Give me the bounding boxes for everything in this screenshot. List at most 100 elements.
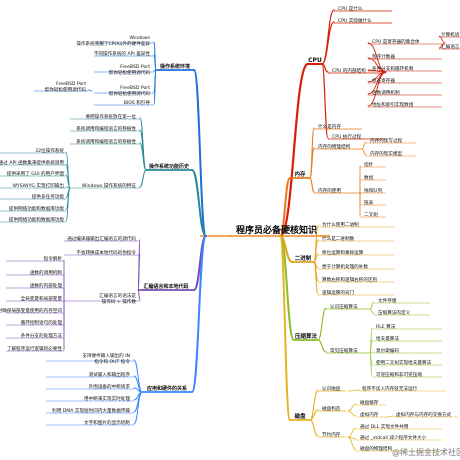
os-history-node[interactable]: 系统调用和编程语言的移植性	[76, 138, 136, 145]
connector-line	[139, 142, 147, 171]
cpu-node[interactable]: CPU 实际做什么	[338, 17, 372, 24]
center-topic[interactable]: 程序员必备硬核知识	[236, 224, 317, 236]
asm-node[interactable]: 通过编译器输出汇编语言的源代码	[67, 235, 136, 242]
asm-leaf[interactable]: 函数的调用机制	[30, 269, 63, 276]
connector-line	[385, 415, 395, 418]
app-hw-node[interactable]: 外围设备的中断请求	[89, 383, 131, 390]
branch-os-env[interactable]: 操作系统环境	[160, 63, 190, 70]
disk-node[interactable]: 节约内存	[322, 431, 341, 438]
cpu-subnode[interactable]: 条件分支和循环机制	[372, 65, 414, 72]
app-hw-node[interactable]: 利用 DMA 实现短时间内大量数据传输	[52, 407, 130, 414]
os-history-node[interactable]: 要把操作系统放在第一位	[85, 113, 136, 120]
compression-node[interactable]: 常见压缩算法	[330, 347, 358, 354]
cpu-subnode[interactable]: 程序计数器	[372, 53, 395, 60]
memory-leaf[interactable]: 栈和队列	[364, 187, 383, 194]
compression-leaf[interactable]: 哈夫曼算法	[376, 335, 399, 342]
asm-leaf[interactable]: 指令解析	[44, 255, 63, 262]
binary-node[interactable]: 为什么使用二进制	[322, 221, 359, 228]
cpu-leaf[interactable]: 计算机语言	[441, 31, 460, 38]
memory-leaf[interactable]: 内存的现实模型	[370, 150, 403, 157]
cpu-node[interactable]: CPU 是什么	[338, 5, 363, 12]
disk-node[interactable]: 认识磁盘	[322, 385, 341, 392]
connector-line	[279, 177, 291, 237]
os-history-leaf[interactable]: 提供多任务功能	[32, 193, 65, 200]
disk-leaf[interactable]: 通过 DLL 实现文件共用	[360, 423, 409, 430]
os-history-node[interactable]: Windows 操作系统的特征	[82, 182, 137, 189]
memory-node[interactable]: 什么是内存	[318, 123, 341, 130]
branch-cpu[interactable]: CPU	[308, 57, 322, 64]
branch-asm[interactable]: 汇编语言和本地代码	[143, 283, 188, 290]
app-hw-node[interactable]: 文字和图片的显示机制	[84, 419, 130, 426]
memory-node[interactable]: 内存的物理结构	[318, 143, 351, 150]
memory-leaf[interactable]: 二叉树	[364, 211, 378, 218]
branch-binary[interactable]: 二进制	[295, 254, 312, 262]
asm-leaf[interactable]: 条件分支的处理方法	[21, 332, 63, 339]
binary-node[interactable]: 移位运算和乘除运算	[322, 249, 364, 256]
connector-line	[137, 289, 141, 301]
cpu-node[interactable]: CPU 的内部结构	[332, 67, 366, 74]
cpu-subnode[interactable]: 函数调用机制	[372, 89, 400, 96]
disk-node[interactable]: 磁盘构造	[322, 405, 341, 412]
disk-leaf[interactable]: 通过 _stdcall 减少程序文件大小	[360, 434, 427, 441]
connector-line	[133, 391, 143, 425]
cpu-node[interactable]: CPU 执行过程	[332, 133, 362, 140]
disk-leaf[interactable]: 虚拟内存	[360, 411, 379, 418]
cpu-subnode[interactable]: 地址和索引实现数组	[372, 101, 414, 108]
memory-node[interactable]: 内存的使用	[318, 187, 341, 194]
disk-leaf[interactable]: 虚拟内存与内存的交换方式	[396, 411, 452, 418]
asm-leaf[interactable]: 了解程序运行逻辑的必要性	[7, 345, 63, 352]
binary-node[interactable]: 便于计算机处理的补数	[322, 263, 368, 270]
memory-leaf[interactable]: 指针	[364, 161, 374, 168]
compression-leaf[interactable]: 莫尔斯编码	[376, 347, 399, 354]
os-env-node[interactable]: BIOS 和引导	[124, 99, 151, 106]
compression-leaf[interactable]: 压缩算法的定义	[378, 309, 411, 316]
binary-node[interactable]: 逻辑运算的窍门	[322, 289, 355, 296]
memory-leaf[interactable]: 数组	[364, 174, 374, 181]
connector-line	[347, 436, 357, 451]
connector-line	[321, 21, 335, 65]
asm-node[interactable]: 汇编语言的语法是操作码 + 操作数	[99, 292, 136, 305]
cpu-subnode[interactable]: CPU 是寄存器的集合体	[372, 38, 420, 45]
branch-memory[interactable]: 内存	[294, 170, 306, 178]
branch-os-history[interactable]: 操作系统功能历史	[149, 163, 190, 170]
disk-leaf[interactable]: 磁盘缓存	[360, 399, 379, 406]
memory-leaf[interactable]: 链表	[364, 199, 374, 206]
app-hw-node[interactable]: 测试输入和输出程序	[89, 371, 131, 378]
asm-leaf[interactable]: 函数的内部处理	[30, 282, 63, 289]
memory-leaf[interactable]: 内存的读写过程	[370, 137, 403, 144]
asm-leaf[interactable]: 循环控制语句的处理	[21, 319, 63, 326]
disk-leaf[interactable]: 程序不读入内存就无法运行	[362, 385, 418, 392]
os-history-leaf[interactable]: 提供采用了 GUI 的用户界面	[7, 170, 65, 177]
binary-node[interactable]: 算数右移和逻辑右移的区别	[322, 276, 378, 283]
binary-node[interactable]: 什么是二进制数	[322, 235, 355, 242]
branch-disk[interactable]: 磁盘	[294, 412, 306, 420]
os-history-leaf[interactable]: WYSIWYG 实现打印输出	[12, 182, 64, 189]
os-history-leaf[interactable]: 提供网络功能和数据库功能	[9, 205, 65, 212]
compression-leaf[interactable]: 使用二叉树实现哈夫曼算法	[376, 359, 432, 366]
compression-leaf[interactable]: RLE 算法	[376, 323, 396, 330]
compression-node[interactable]: 认识压缩算法	[330, 303, 358, 310]
compression-leaf[interactable]: 文件存储	[378, 297, 397, 304]
compression-leaf[interactable]: 可逆压缩和非可逆压缩	[376, 371, 422, 378]
cpu-subnode[interactable]: 标志寄存器	[372, 77, 395, 84]
os-history-node[interactable]: 系统调用和编程语言的移植性	[76, 125, 136, 132]
connector-line	[139, 129, 147, 171]
branch-compression[interactable]: 压缩算法	[295, 332, 318, 340]
watermark: @稀土掘金技术社区	[392, 447, 460, 457]
os-history-leaf[interactable]: 提供网络功能和数据库功能	[9, 216, 65, 223]
cpu-leaf[interactable]: 汇编语言	[441, 43, 460, 50]
asm-node[interactable]: 不会转换成本地代码的伪指令	[76, 249, 136, 256]
disk-leaf[interactable]: 磁盘的物理结构	[360, 445, 393, 452]
asm-leaf[interactable]: 临时确保局部变量使用的内存空间	[0, 307, 62, 314]
branch-app-hw[interactable]: 应用和硬件的关系	[147, 385, 187, 392]
os-env-node[interactable]: 不同操作系统的 API 差异性	[94, 50, 151, 57]
app-hw-node[interactable]: 用中断来实现实时处理	[84, 395, 130, 402]
os-history-leaf[interactable]: 32位操作系统	[35, 147, 64, 154]
asm-leaf[interactable]: 全局变量和局部变量	[21, 295, 63, 302]
os-history-leaf[interactable]: 通过 API 函数集来提供系统调用	[0, 159, 64, 166]
